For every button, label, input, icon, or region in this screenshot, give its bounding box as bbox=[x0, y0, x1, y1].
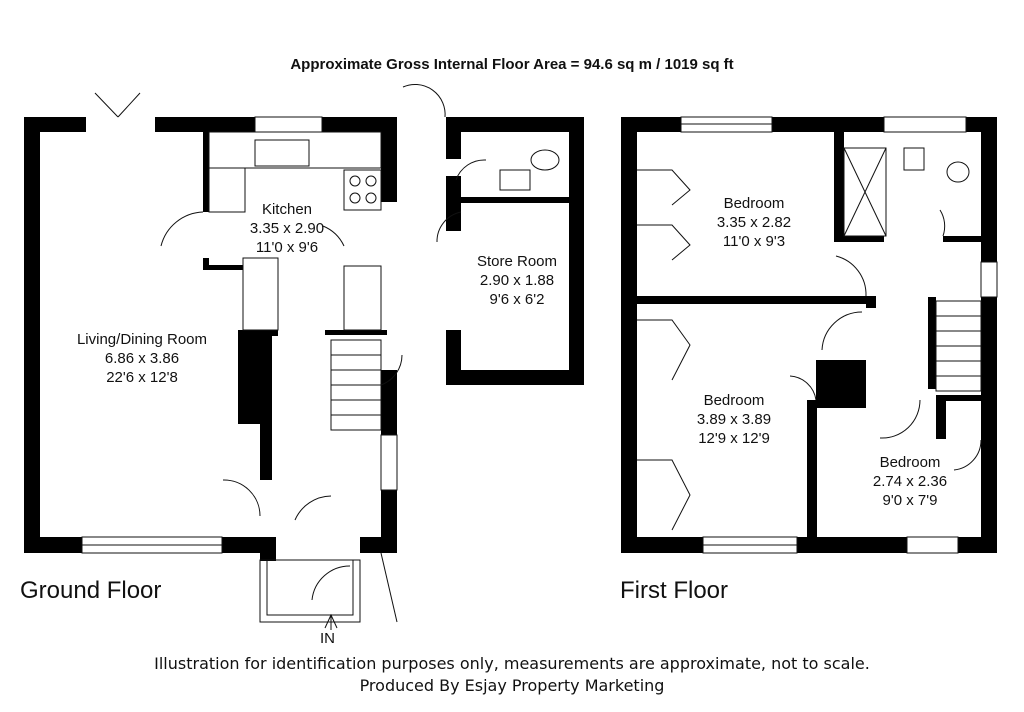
room-living-dining: Living/Dining Room 6.86 x 3.86 22'6 x 12… bbox=[62, 330, 222, 387]
room-metric: 3.89 x 3.89 bbox=[696, 411, 772, 428]
room-imperial: 9'6 x 6'2 bbox=[489, 291, 545, 308]
disclaimer: Illustration for identification purposes… bbox=[154, 654, 870, 673]
room-bedroom-2: Bedroom 3.89 x 3.89 12'9 x 12'9 bbox=[686, 391, 782, 448]
first-floor-walls bbox=[621, 117, 997, 553]
room-metric: 3.35 x 2.90 bbox=[249, 220, 325, 237]
room-metric: 2.90 x 1.88 bbox=[479, 272, 555, 289]
fixtures bbox=[81, 83, 998, 630]
room-imperial: 22'6 x 12'8 bbox=[106, 369, 178, 386]
room-metric: 6.86 x 3.86 bbox=[104, 350, 180, 367]
room-name: Bedroom bbox=[879, 454, 941, 471]
room-bedroom-3: Bedroom 2.74 x 2.36 9'0 x 7'9 bbox=[862, 453, 958, 510]
room-imperial: 9'0 x 7'9 bbox=[882, 492, 938, 509]
room-imperial: 12'9 x 12'9 bbox=[698, 430, 770, 447]
room-imperial: 11'0 x 9'6 bbox=[255, 239, 319, 256]
credit: Produced By Esjay Property Marketing bbox=[359, 676, 665, 695]
ground-floor-label: Ground Floor bbox=[20, 577, 162, 604]
floor-area-title: Approximate Gross Internal Floor Area = … bbox=[290, 56, 734, 73]
room-bedroom-1: Bedroom 3.35 x 2.82 11'0 x 9'3 bbox=[706, 194, 802, 251]
room-name: Kitchen bbox=[261, 201, 313, 218]
room-kitchen: Kitchen 3.35 x 2.90 11'0 x 9'6 bbox=[247, 200, 327, 257]
first-floor-label: First Floor bbox=[620, 577, 728, 604]
room-store: Store Room 2.90 x 1.88 9'6 x 6'2 bbox=[469, 252, 565, 309]
room-metric: 3.35 x 2.82 bbox=[716, 214, 792, 231]
room-metric: 2.74 x 2.36 bbox=[872, 473, 948, 490]
room-name: Bedroom bbox=[723, 195, 785, 212]
entrance-label: IN bbox=[320, 630, 335, 647]
room-imperial: 11'0 x 9'3 bbox=[722, 233, 786, 250]
room-name: Store Room bbox=[476, 253, 558, 270]
room-name: Living/Dining Room bbox=[76, 331, 208, 348]
room-name: Bedroom bbox=[703, 392, 765, 409]
ground-floor-walls bbox=[24, 117, 584, 561]
